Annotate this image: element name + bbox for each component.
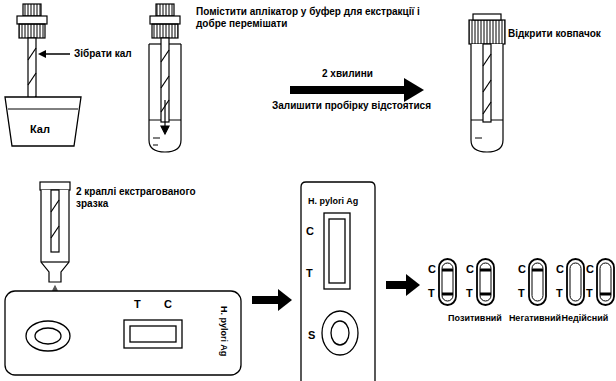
node-text: S: [308, 329, 315, 341]
node-text: H. pylori Ag: [218, 306, 230, 356]
line-letter: T: [556, 287, 563, 299]
result-strip: CT: [466, 258, 496, 306]
line-letter: C: [586, 263, 594, 275]
instruction-label: Помістити аплікатор у буфер для екстракц…: [196, 6, 436, 30]
extraction-tube: [149, 4, 181, 152]
process-arrow: [386, 274, 420, 296]
node-text: C: [164, 298, 172, 310]
result-strip: CT: [586, 258, 616, 306]
line-letter: C: [466, 263, 474, 275]
line-letter: C: [518, 263, 526, 275]
process-arrow: [290, 78, 424, 102]
instruction-label: Залишити пробірку відстоятися: [272, 100, 431, 112]
instruction-label: 2 краплі екстрагованого зразка: [76, 186, 206, 210]
big-outline: [300, 181, 376, 381]
result-strip: CT: [428, 258, 458, 306]
instruction-label: Зібрати кал: [74, 48, 132, 60]
line-letter: C: [428, 263, 436, 275]
opened-tube: [469, 14, 505, 152]
line-letter: T: [466, 287, 473, 299]
line-letter: T: [518, 287, 525, 299]
result-strip: CT: [518, 258, 548, 306]
instruction-label: Позитивний: [448, 312, 502, 324]
stool-container: Кал: [4, 95, 82, 147]
cup-outline: [4, 95, 82, 147]
line-letter: C: [556, 263, 564, 275]
test-cassette: T C H. pylori Ag: [4, 290, 242, 376]
process-arrow: [252, 289, 292, 311]
instruction-label: 2 хвилини: [322, 68, 373, 80]
node-text: T: [134, 298, 141, 310]
node-text: H. pylori Ag: [308, 195, 358, 207]
leader-arrow: [38, 50, 70, 58]
node-text: C: [306, 225, 314, 237]
node-text: Кал: [30, 123, 50, 135]
instruction-label: Відкрити ковпачок: [508, 28, 601, 40]
instruction-label: Недійсний: [562, 312, 609, 324]
node-text: T: [306, 267, 313, 279]
line-letter: T: [428, 287, 435, 299]
result-strip: CT: [556, 258, 586, 306]
cassette-outline: [4, 290, 242, 376]
line-letter: T: [586, 287, 593, 299]
test-cassette: H. pylori Ag C T S: [300, 181, 376, 381]
instruction-label: Негативний: [509, 312, 561, 324]
